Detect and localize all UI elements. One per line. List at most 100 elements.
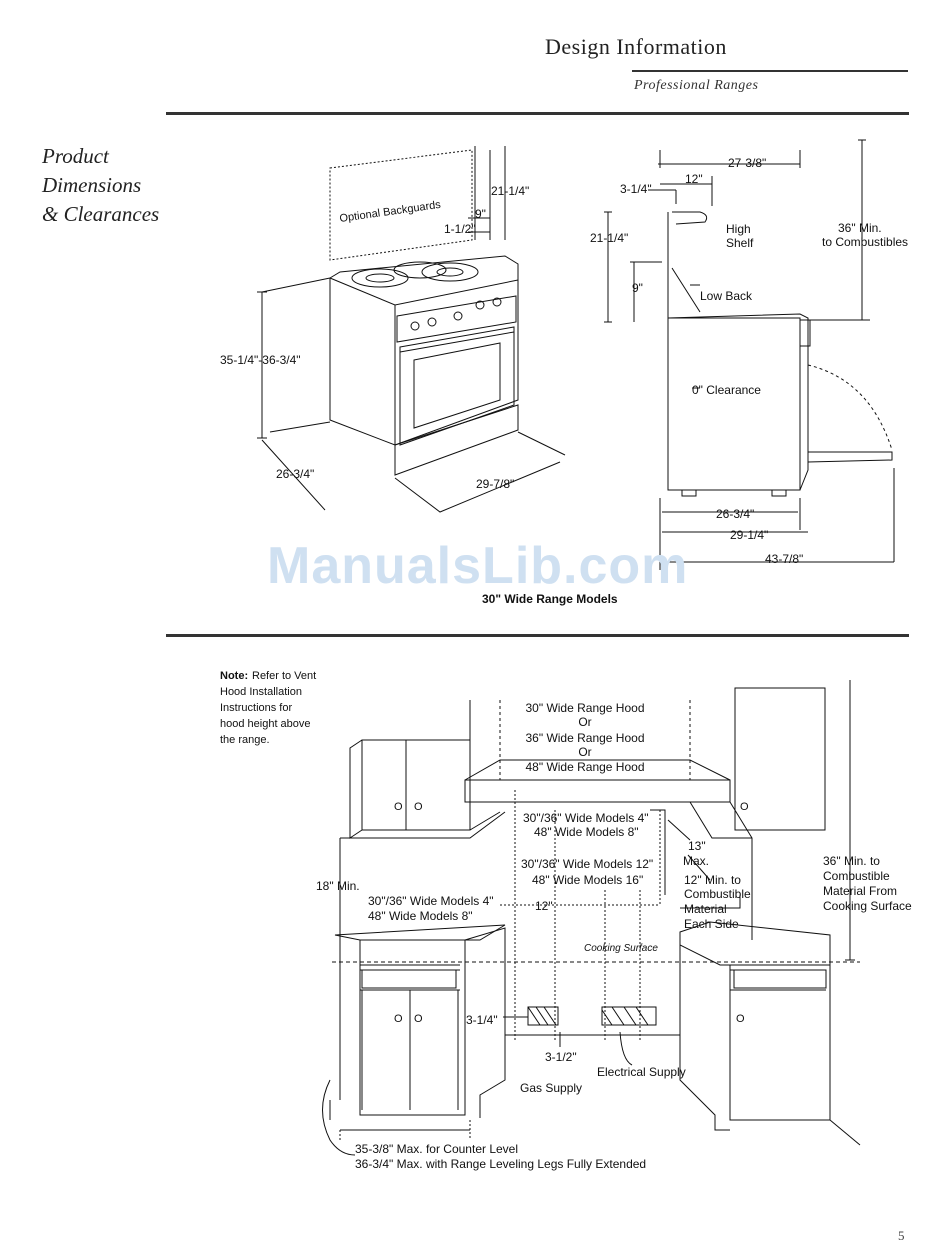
dim-overall-top: 27-3/8" xyxy=(728,156,766,170)
high-shelf-outline xyxy=(672,211,708,225)
note-line-1: Refer to Vent xyxy=(252,670,316,682)
section-title-line-2: Dimensions xyxy=(42,173,142,197)
dim-shelf-offset: 3-1/4" xyxy=(620,182,652,196)
footer-line-2: 36-3/4" Max. with Range Leveling Legs Fu… xyxy=(355,1157,646,1171)
label-combustibles-2: to Combustibles xyxy=(822,235,908,249)
knob-1 xyxy=(410,321,420,331)
burner-front-left xyxy=(351,268,409,288)
knob-2 xyxy=(427,317,437,327)
burner-back-left xyxy=(393,261,447,279)
section-title-line-3: & Clearances xyxy=(42,202,160,226)
right-line-1: 36" Min. to xyxy=(823,854,880,868)
mid-models-line-1: 30"/36" Wide Models 12" xyxy=(521,857,653,871)
note-line-5: the range. xyxy=(220,734,270,746)
range-body-outline xyxy=(329,255,519,446)
electrical-supply-box xyxy=(601,1006,657,1026)
dim-low-back-height: 9" xyxy=(475,207,486,221)
side-line-3: Material xyxy=(684,902,727,916)
hood-line-2: Or xyxy=(578,715,591,729)
knob-mark-4: O xyxy=(394,1013,403,1025)
page-header-title: Design Information xyxy=(545,34,727,59)
knob-mark-6: O xyxy=(736,1013,745,1025)
dim-back-offset: 1-1/2" xyxy=(444,222,476,236)
range-hood xyxy=(464,779,731,803)
label-zero-clearance: 0" Clearance xyxy=(692,383,761,397)
upper-cabinet-right xyxy=(734,687,826,831)
knob-mark-5: O xyxy=(414,1013,423,1025)
dim-depth-c: 43-7/8" xyxy=(765,552,803,566)
header-rule xyxy=(632,70,908,72)
door-swing-arc xyxy=(807,364,893,451)
knob-mark-2: O xyxy=(414,801,423,813)
dim-three-half: 3-1/2" xyxy=(545,1050,577,1064)
dim-backguard-height: 21-1/4" xyxy=(491,184,529,198)
knob-mark-1: O xyxy=(394,801,403,813)
oven-window xyxy=(413,342,501,429)
upper-models-line-2: 48" Wide Models 8" xyxy=(534,825,639,839)
gas-supply-box xyxy=(527,1006,559,1026)
dim-side-backguard-height: 21-1/4" xyxy=(590,231,628,245)
upper-cabinet-left xyxy=(349,739,471,839)
countertop-left xyxy=(334,924,506,941)
label-low-back: Low Back xyxy=(700,289,753,303)
range-dimensions-drawing: Optional Backguards 21-1/4" 9" 1-1/2" 35… xyxy=(220,139,908,606)
page-number: 5 xyxy=(898,1228,905,1243)
note-line-2: Hood Installation xyxy=(220,686,302,698)
oven-door xyxy=(399,326,515,446)
hood-line-3: 36" Wide Range Hood xyxy=(526,731,645,745)
note-line-4: hood height above xyxy=(220,718,311,730)
left-models-line-1: 30"/36" Wide Models 4" xyxy=(368,894,494,908)
knob-4 xyxy=(475,300,485,310)
section-title: Product Dimensions & Clearances xyxy=(42,142,159,229)
label-combustibles-1: 36" Min. xyxy=(838,221,882,235)
page-header-subtitle: Professional Ranges xyxy=(634,78,759,93)
note-line-3: Instructions for xyxy=(220,702,292,714)
cooking-surface-label: Cooking Surface xyxy=(584,943,658,954)
right-line-3: Material From xyxy=(823,884,897,898)
burner-right xyxy=(421,262,479,282)
dim-side-low-back: 9" xyxy=(632,281,643,295)
dim-thirteen: 13" xyxy=(688,839,706,853)
lower-cabinet-left xyxy=(359,940,466,1116)
side-view-body xyxy=(667,212,801,491)
label-high: High xyxy=(726,222,751,236)
low-back-outline xyxy=(671,267,701,313)
mid-models-line-2: 48" Wide Models 16" xyxy=(532,873,643,887)
section-divider-bottom xyxy=(166,634,909,637)
dim-width: 29-7/8" xyxy=(476,477,514,491)
dim-thirteen-max: Max. xyxy=(683,854,709,868)
dim-eighteen-min: 18" Min. xyxy=(316,879,360,893)
installation-clearance-drawing: Note: Refer to Vent Hood Installation In… xyxy=(220,670,912,1171)
dim-three-quarter: 3-1/4" xyxy=(466,1013,498,1027)
knob-mark-3: O xyxy=(740,801,749,813)
dim-range-height: 35-1/4"-36-3/4" xyxy=(220,353,301,367)
dim-depth: 26-3/4" xyxy=(276,467,314,481)
optional-backguard-outline xyxy=(329,149,473,261)
dim-twelve: 12" xyxy=(535,899,553,913)
figure-caption: 30" Wide Range Models xyxy=(482,592,618,606)
right-line-2: Combustible xyxy=(823,869,890,883)
dim-shelf-depth: 12" xyxy=(685,172,703,186)
dim-depth-a: 26-3/4" xyxy=(716,507,754,521)
note-label: Note: xyxy=(220,670,248,682)
side-line-2: Combustible xyxy=(684,887,751,901)
side-line-1: 12" Min. to xyxy=(684,873,741,887)
electrical-supply-label: Electrical Supply xyxy=(597,1065,686,1079)
right-line-4: Cooking Surface xyxy=(823,899,912,913)
footer-line-1: 35-3/8" Max. for Counter Level xyxy=(355,1142,518,1156)
dim-depth-b: 29-1/4" xyxy=(730,528,768,542)
watermark: ManualsLib.com xyxy=(267,537,689,595)
optional-backguards-label: Optional Backguards xyxy=(339,199,442,225)
hood-line-1: 30" Wide Range Hood xyxy=(526,701,645,715)
section-title-line-1: Product xyxy=(42,144,109,168)
gas-supply-label: Gas Supply xyxy=(520,1081,582,1095)
label-shelf: Shelf xyxy=(726,236,754,250)
hood-line-5: 48" Wide Range Hood xyxy=(526,760,645,774)
hood-line-4: Or xyxy=(578,745,591,759)
side-line-4: Each Side xyxy=(684,917,739,931)
upper-models-line-1: 30"/36" Wide Models 4" xyxy=(523,811,649,825)
knob-3 xyxy=(453,311,463,321)
section-divider-top xyxy=(166,112,909,115)
knob-5 xyxy=(492,297,502,307)
left-models-line-2: 48" Wide Models 8" xyxy=(368,909,473,923)
